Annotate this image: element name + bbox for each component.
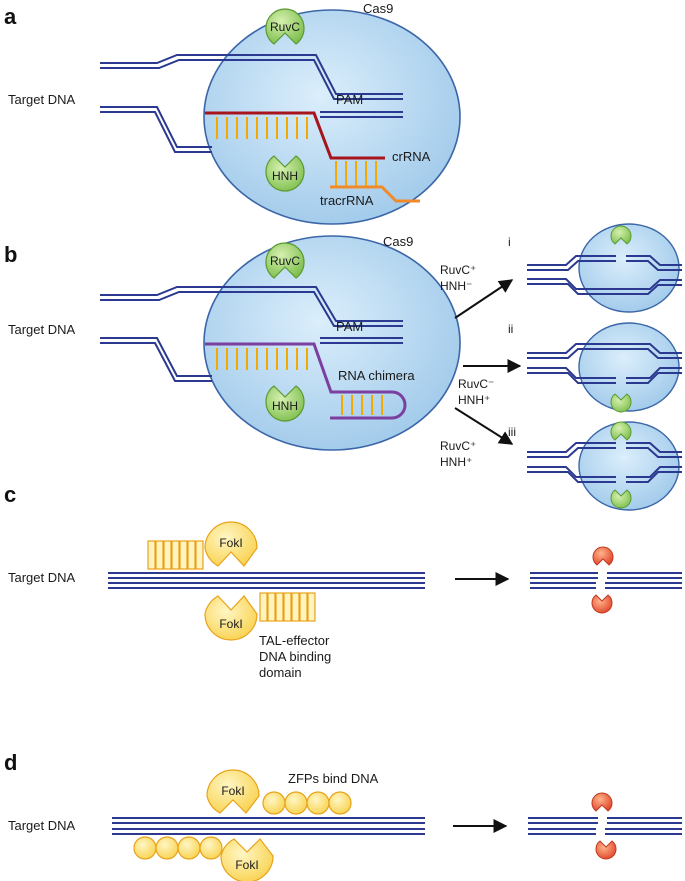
panel-a: a Cas9 — [4, 1, 461, 225]
crrna-tracrrna-rungs — [335, 161, 377, 186]
outcome-i-complex — [527, 223, 682, 313]
tracrrna-label: tracrRNA — [320, 193, 374, 208]
zfp-beads-top — [262, 791, 352, 815]
rna-chimera-label: RNA chimera — [338, 368, 415, 383]
target-dna-label-a: Target DNA — [8, 92, 76, 107]
fokl-bottom-c: FokI — [204, 595, 258, 641]
cut-dna-d — [528, 817, 682, 835]
cut-enzyme-top-c — [592, 546, 614, 566]
cut-enzyme-top-d — [591, 792, 613, 812]
ruvc-label-b: RuvC — [270, 254, 300, 268]
fokl-label-top-d: FokI — [221, 784, 244, 798]
outcome-ii-hnh: HNH⁺ — [458, 393, 490, 407]
fokl-label-bottom-d: FokI — [235, 858, 258, 872]
rna-chimera-strand — [205, 342, 407, 420]
fokl-top-d: FokI — [206, 769, 260, 814]
base-pair-rungs — [216, 117, 308, 139]
panel-c: c Target DNA FokI — [4, 482, 682, 680]
ruvc-enzyme-a: RuvC — [265, 8, 305, 45]
hnh-label-b: HNH — [272, 399, 298, 413]
zfp-beads-bottom — [133, 836, 223, 860]
pam-label-b: PAM — [336, 319, 363, 334]
hnh-enzyme-b: HNH — [265, 385, 305, 422]
tal-label-line1: TAL-effector — [259, 633, 330, 648]
ruvc-label-a: RuvC — [270, 20, 300, 34]
cas9-label-b: Cas9 — [383, 234, 413, 249]
ruvc-enzyme-b: RuvC — [265, 242, 305, 279]
fokl-label-bottom-c: FokI — [219, 617, 242, 631]
cut-enzyme-bottom-d — [595, 840, 617, 860]
arrow-outcome-i — [454, 279, 514, 319]
zfps-label: ZFPs bind DNA — [288, 771, 379, 786]
outcome-iii-ruvc: RuvC⁺ — [440, 439, 476, 453]
panel-b: b Cas9 — [4, 223, 682, 511]
hnh-enzyme-a: HNH — [265, 155, 305, 192]
pam-label: PAM — [336, 92, 363, 107]
outcome-ii-roman: ii — [508, 322, 513, 336]
outcome-ii-ruvc: RuvC⁻ — [458, 377, 494, 391]
outcome-iii-roman: iii — [508, 425, 516, 439]
panel-label-c: c — [4, 482, 16, 507]
cas9-label: Cas9 — [363, 1, 393, 16]
target-dna-label-c: Target DNA — [8, 570, 76, 585]
base-pair-rungs-b — [216, 348, 383, 415]
outcome-i-roman: i — [508, 235, 511, 249]
tal-label-line2: DNA binding — [259, 649, 331, 664]
tal-label-line3: domain — [259, 665, 302, 680]
crrna-strand — [205, 111, 385, 160]
dna-duplex-c — [108, 572, 425, 589]
crrna-label: crRNA — [392, 149, 431, 164]
panel-d: d Target DNA FokI ZFPs bind DNA Fo — [4, 750, 682, 881]
dna-top-strand — [100, 54, 403, 100]
outcome-iii-complex — [527, 421, 682, 511]
arrow-outcome-iii — [454, 407, 514, 445]
tracrrna-strand — [330, 185, 420, 203]
dna-bottom-strand-b — [100, 337, 403, 382]
fokl-label-top-c: FokI — [219, 536, 242, 550]
panel-label-a: a — [4, 4, 17, 29]
outcome-ii-complex — [527, 322, 682, 413]
fokl-bottom-d: FokI — [220, 838, 274, 881]
dna-bottom-strand — [100, 106, 403, 153]
target-dna-label-d: Target DNA — [8, 818, 76, 833]
outcome-i-hnh: HNH⁻ — [440, 279, 472, 293]
tal-repeats-top — [147, 540, 204, 570]
cut-enzyme-bottom-c — [591, 594, 613, 614]
outcome-iii-hnh: HNH⁺ — [440, 455, 472, 469]
hnh-label-a: HNH — [272, 169, 298, 183]
fokl-top-c: FokI — [204, 521, 258, 567]
cut-dna-c — [530, 572, 682, 589]
panel-label-b: b — [4, 242, 17, 267]
target-dna-label-b: Target DNA — [8, 322, 76, 337]
tal-repeats-bottom — [259, 592, 316, 622]
dna-duplex-d — [112, 817, 425, 835]
dna-top-strand-b — [100, 286, 403, 327]
panel-label-d: d — [4, 750, 17, 775]
outcome-i-ruvc: RuvC⁺ — [440, 263, 476, 277]
